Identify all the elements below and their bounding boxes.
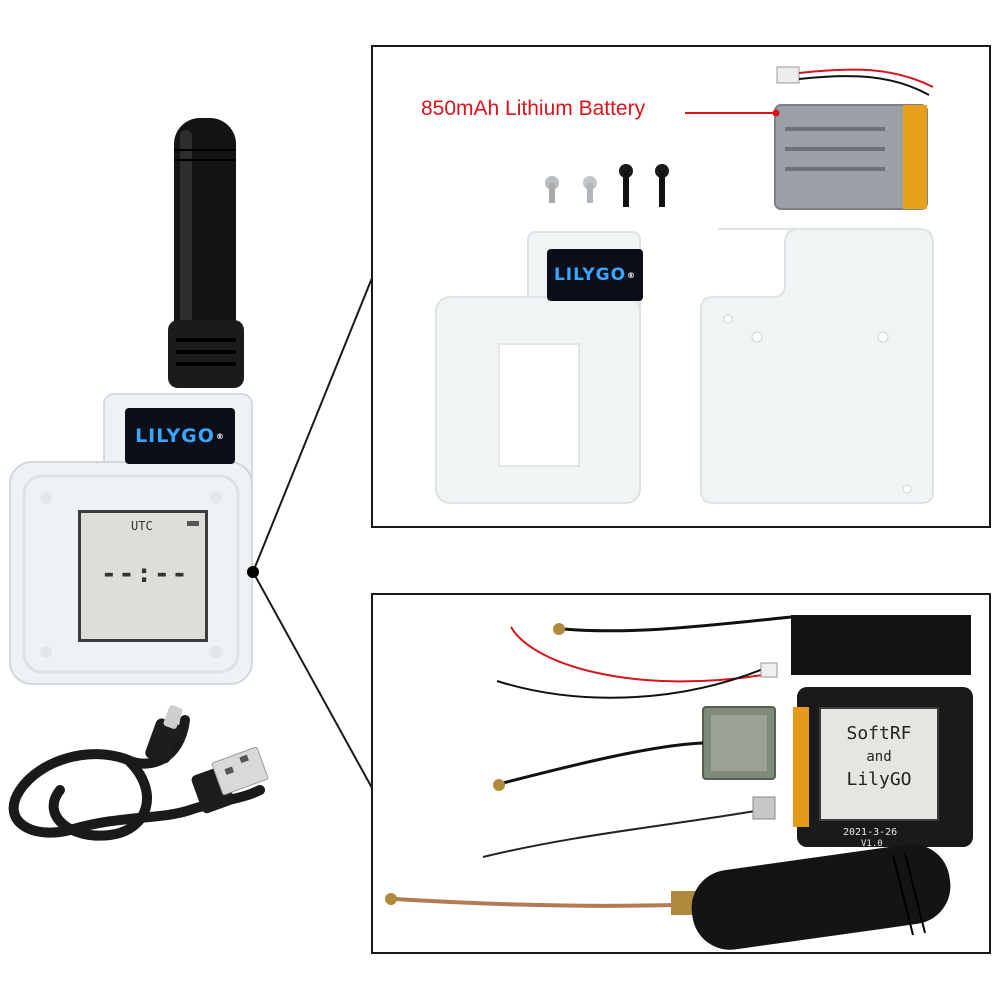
- device-illustration: [8, 118, 269, 841]
- device-screen: UTC --:--: [78, 510, 208, 642]
- board-version-silkscreen: V1.0: [861, 839, 883, 849]
- device-photo: LILYGO® UTC --:--: [0, 0, 340, 1000]
- case-parts-illustration: [435, 66, 934, 504]
- eink-line-2: and: [866, 749, 892, 765]
- board-date-silkscreen: 2021-3-26: [843, 827, 898, 838]
- screen-time: --:--: [101, 559, 190, 589]
- eink-line-3: LilyGO: [846, 769, 912, 790]
- electronics-parts-panel: SoftRF and LilyGO 2021-3-26 V1.0: [371, 593, 991, 954]
- battery-callout-label: 850mAh Lithium Battery: [421, 97, 646, 120]
- device-logo: LILYGO®: [125, 408, 235, 464]
- case-parts-panel: 850mAh Lithium Battery LILYGO®: [371, 45, 991, 528]
- case-logo-text: LILYGO: [553, 265, 627, 285]
- device-logo-text: LILYGO: [135, 425, 215, 447]
- screen-utc-label: UTC: [131, 519, 153, 533]
- case-logo: LILYGO®: [547, 249, 643, 301]
- board-eink-display: SoftRF and LilyGO: [819, 707, 939, 821]
- eink-line-1: SoftRF: [846, 723, 912, 744]
- battery-indicator-icon: [187, 521, 199, 526]
